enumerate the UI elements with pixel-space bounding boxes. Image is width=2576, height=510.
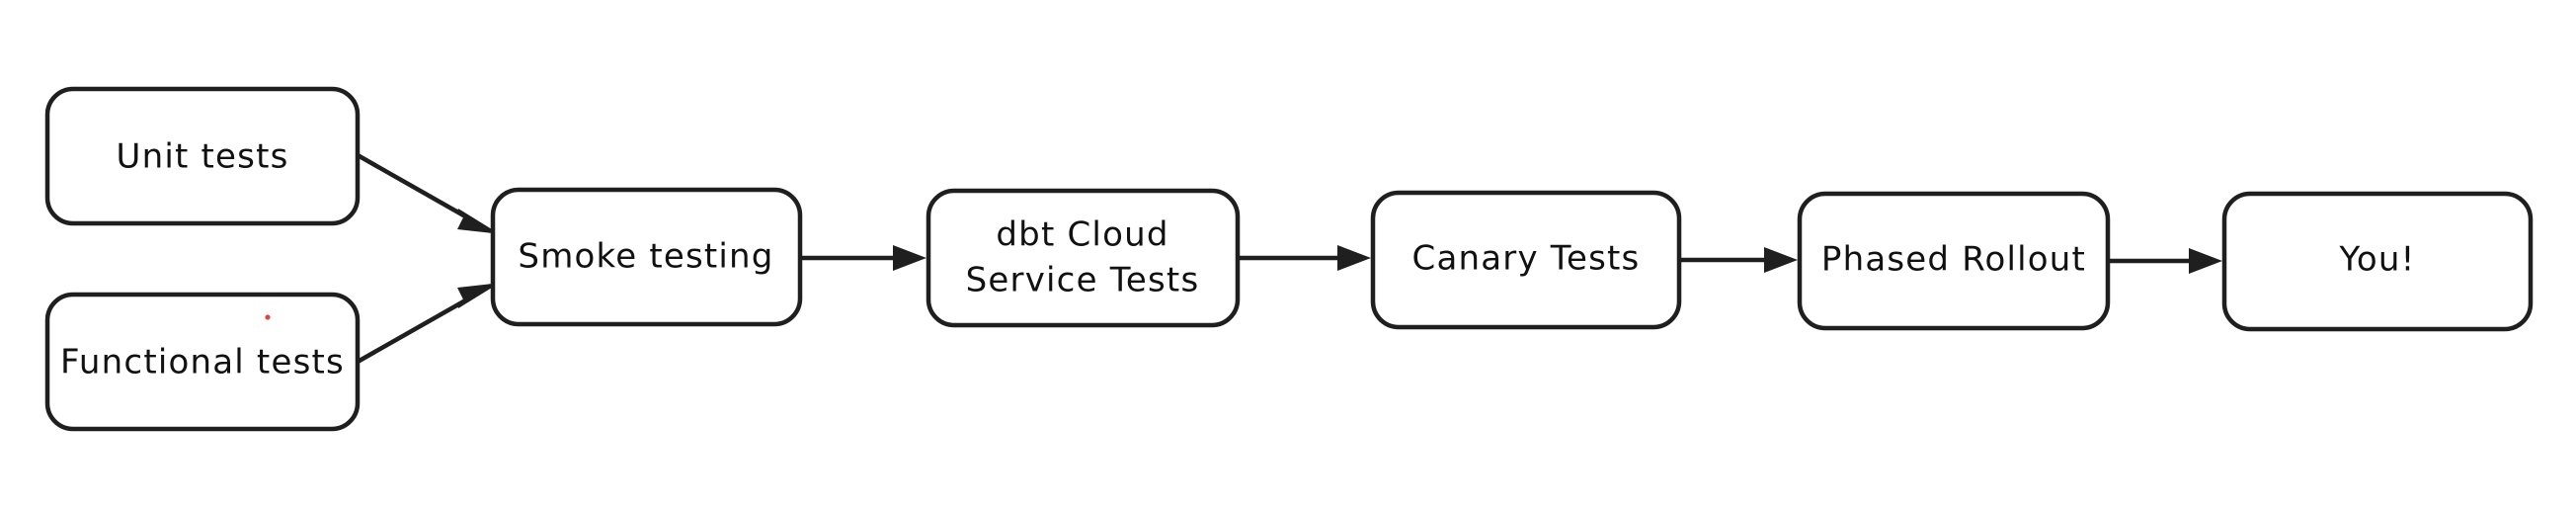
node-phased-rollout-shape[interactable] [1797, 191, 2111, 331]
node-functional-tests-label: Functional tests [60, 343, 345, 382]
edge-unit-to-smoke[interactable] [356, 153, 493, 233]
edge-smoke-to-dbt[interactable] [800, 245, 926, 271]
node-canary-tests[interactable]: Canary Tests [1370, 190, 1682, 330]
node-functional-tests[interactable]: Functional tests [44, 292, 361, 432]
node-smoke-testing[interactable]: Smoke testing [490, 187, 803, 327]
edge-phased-to-you[interactable] [2108, 248, 2222, 274]
node-functional-tests-shape[interactable] [44, 292, 361, 432]
edge-group [356, 153, 2222, 364]
node-unit-tests-label: Unit tests [116, 137, 288, 177]
node-dbt-cloud-service-tests[interactable]: dbt Cloud Service Tests [926, 188, 1241, 328]
node-phased-rollout-label: Phased Rollout [1821, 240, 2086, 280]
node-you-shape[interactable] [2221, 191, 2534, 332]
ink-speck-dot [265, 314, 271, 320]
node-dbt-cloud-service-tests-label-line1: dbt Cloud [996, 215, 1168, 255]
node-canary-tests-label: Canary Tests [1412, 239, 1641, 279]
node-phased-rollout[interactable]: Phased Rollout [1797, 191, 2111, 331]
node-smoke-testing-label: Smoke testing [518, 237, 773, 277]
edge-functional-to-smoke[interactable] [356, 284, 493, 364]
node-dbt-cloud-service-tests-label-line2: Service Tests [966, 261, 1200, 300]
edge-dbt-to-canary[interactable] [1238, 245, 1371, 271]
node-unit-tests[interactable]: Unit tests [44, 86, 361, 226]
node-dbt-cloud-service-tests-shape[interactable] [926, 188, 1241, 328]
node-you[interactable]: You! [2221, 191, 2534, 332]
node-unit-tests-shape[interactable] [44, 86, 361, 226]
edge-canary-to-phased[interactable] [1679, 247, 1798, 273]
node-you-label: You! [2338, 240, 2415, 280]
node-smoke-testing-shape[interactable] [490, 187, 803, 327]
node-canary-tests-shape[interactable] [1370, 190, 1682, 330]
